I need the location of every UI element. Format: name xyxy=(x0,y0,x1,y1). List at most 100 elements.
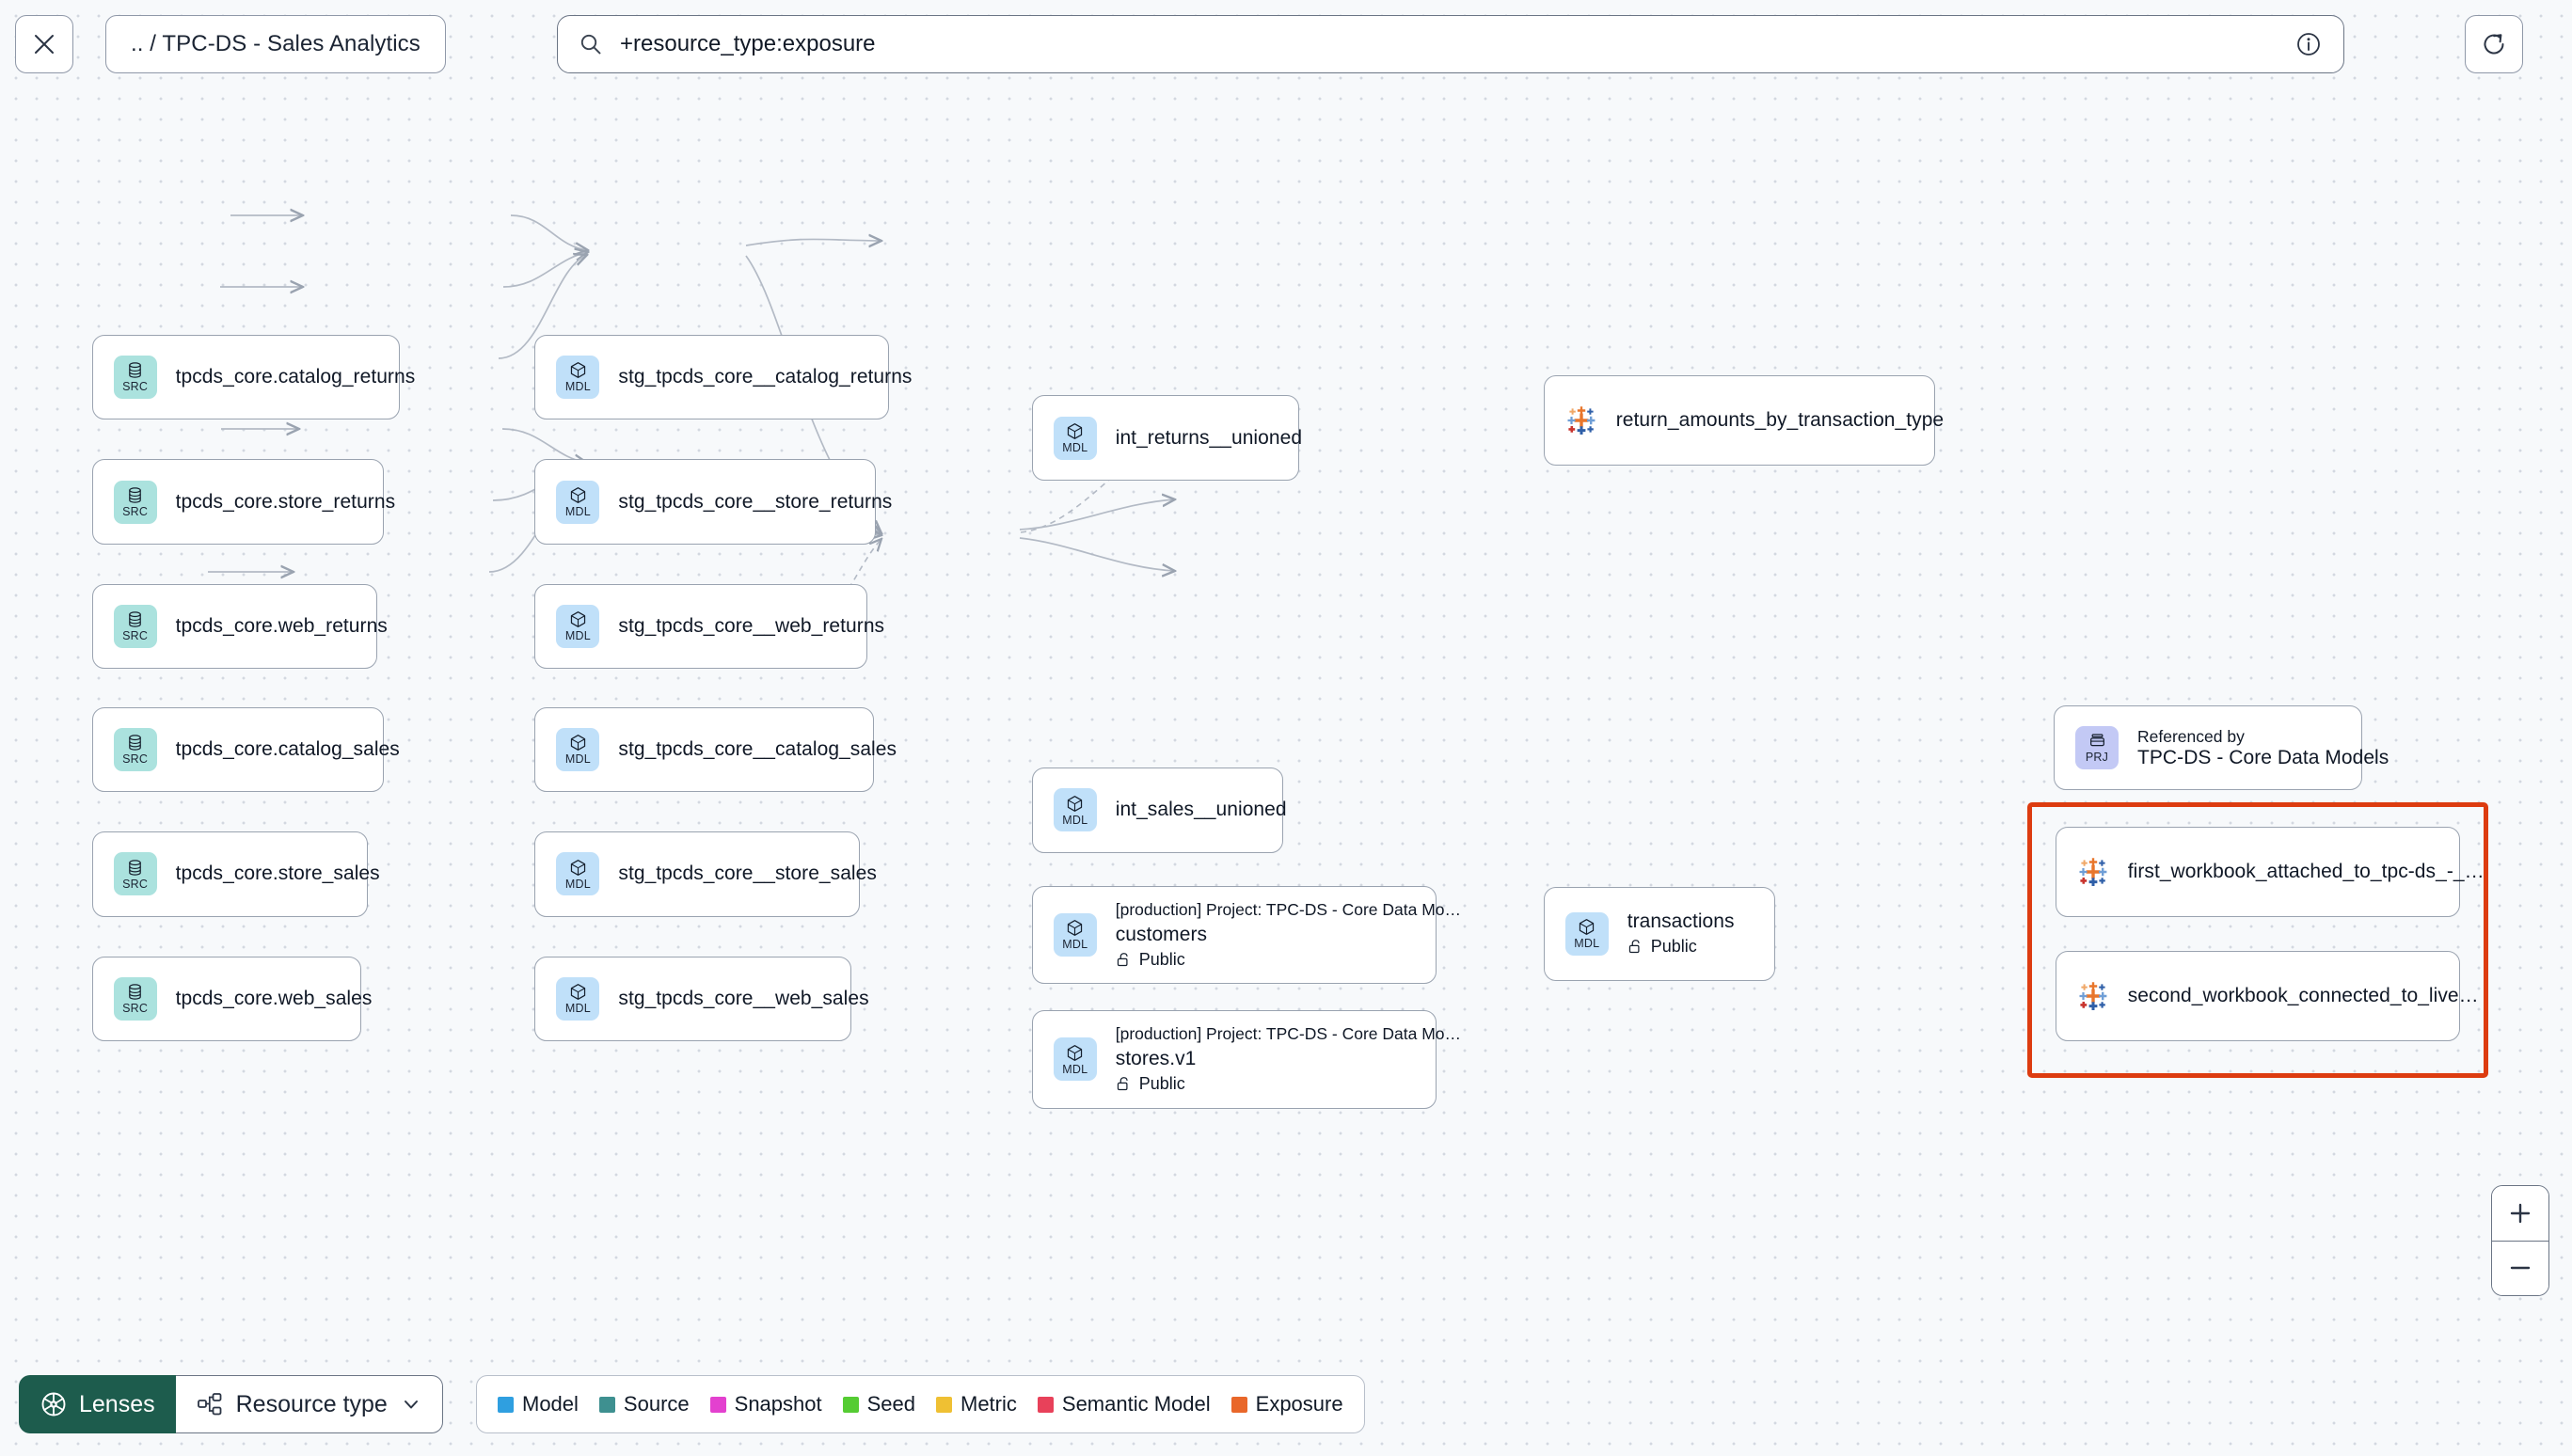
chevron-down-icon xyxy=(404,1401,418,1409)
lineage-node-mdl-transactions[interactable]: MDL transactions Public xyxy=(1543,887,1775,981)
node-title: int_sales__unioned xyxy=(1115,799,1287,821)
node-title: stg_tpcds_core__catalog_returns xyxy=(618,366,913,388)
lineage-node-mdl-stg-web-returns[interactable]: MDL stg_tpcds_core__web_returns xyxy=(534,583,885,670)
lineage-node-mdl-stg-store-returns[interactable]: MDL stg_tpcds_core__store_returns xyxy=(534,459,892,545)
legend-item-seed[interactable]: Seed xyxy=(842,1392,915,1416)
database-icon xyxy=(129,735,141,751)
node-type-badge: SRC xyxy=(113,727,157,771)
exposure-tableau-icon xyxy=(2079,858,2107,886)
minus-icon xyxy=(2510,1267,2531,1270)
zoom-in-button[interactable] xyxy=(2492,1186,2548,1242)
lineage-node-src-catalog-returns[interactable]: SRC tpcds_core.catalog_returns xyxy=(91,334,416,420)
database-icon xyxy=(129,859,141,876)
legend-item-semantic-model[interactable]: Semantic Model xyxy=(1037,1392,1211,1416)
search-info-button[interactable] xyxy=(2294,30,2323,58)
lineage-node-src-catalog-sales[interactable]: SRC tpcds_core.catalog_sales xyxy=(91,706,400,793)
node-title: tpcds_core.store_returns xyxy=(175,490,396,513)
node-type-badge-label: SRC xyxy=(122,752,149,767)
node-text: return_amounts_by_transaction_type xyxy=(1615,409,1945,432)
node-type-badge-label: MDL xyxy=(564,629,591,643)
resource-type-label: Resource type xyxy=(235,1390,388,1417)
node-text: tpcds_core.store_sales xyxy=(176,863,380,885)
database-icon xyxy=(129,362,141,378)
legend-swatch xyxy=(1037,1396,1054,1413)
lenses-control-group: Lenses Resource type xyxy=(19,1375,443,1433)
lineage-node-src-store-sales[interactable]: SRC tpcds_core.store_sales xyxy=(91,831,380,917)
lineage-node-mdl-stg-web-sales[interactable]: MDL stg_tpcds_core__web_sales xyxy=(534,956,869,1042)
search-icon xyxy=(580,34,601,55)
database-icon xyxy=(129,487,141,503)
lineage-node-src-store-returns[interactable]: SRC tpcds_core.store_returns xyxy=(91,459,396,545)
node-type-badge-label: MDL xyxy=(564,380,591,394)
node-title: stg_tpcds_core__web_returns xyxy=(618,615,885,638)
node-title: return_amounts_by_transaction_type xyxy=(1615,409,1945,432)
zoom-controls xyxy=(2491,1185,2549,1296)
breadcrumb[interactable]: .. / TPC-DS - Sales Analytics xyxy=(105,15,446,73)
lineage-node-mdl-stg-store-sales[interactable]: MDL stg_tpcds_core__store_sales xyxy=(534,831,877,917)
lineage-node-src-web-sales[interactable]: SRC tpcds_core.web_sales xyxy=(91,956,373,1042)
legend-item-source[interactable]: Source xyxy=(598,1392,690,1416)
cube-icon xyxy=(1580,919,1595,936)
legend-item-snapshot[interactable]: Snapshot xyxy=(709,1392,822,1416)
node-text: first_workbook_attached_to_tpc-ds_-_… xyxy=(2127,860,2485,883)
node-type-badge-label: MDL xyxy=(1062,440,1088,454)
lineage-node-mdl-stores-v1[interactable]: MDL [production] Project: TPC-DS - Core … xyxy=(1031,1010,1462,1109)
search-input-value: +resource_type:exposure xyxy=(620,31,876,56)
node-subtitle: Referenced by xyxy=(2137,726,2245,746)
node-title: stg_tpcds_core__web_sales xyxy=(618,987,869,1009)
lineage-node-mdl-stg-catalog-returns[interactable]: MDL stg_tpcds_core__catalog_returns xyxy=(534,334,913,420)
node-text: stg_tpcds_core__web_sales xyxy=(618,987,869,1010)
legend-item-model[interactable]: Model xyxy=(498,1392,579,1416)
top-toolbar: .. / TPC-DS - Sales Analytics +resource_… xyxy=(0,0,2572,111)
lineage-node-mdl-int-returns-unioned[interactable]: MDL int_returns__unioned xyxy=(1031,395,1303,481)
lineage-node-mdl-int-sales-unioned[interactable]: MDL int_sales__unioned xyxy=(1031,768,1287,853)
lineage-node-mdl-customers[interactable]: MDL [production] Project: TPC-DS - Core … xyxy=(1031,885,1461,985)
legend-label: Snapshot xyxy=(734,1392,822,1416)
node-type-badge: SRC xyxy=(113,605,157,649)
node-type-badge: MDL xyxy=(556,480,600,524)
lineage-node-exp-second-workbook[interactable]: second_workbook_connected_to_live… xyxy=(2055,951,2479,1042)
unlocked-padlock-icon xyxy=(1628,940,1640,954)
node-type-badge-label: MDL xyxy=(1062,1062,1088,1076)
node-type-badge-label: SRC xyxy=(122,1002,149,1016)
node-title: tpcds_core.web_sales xyxy=(175,987,373,1009)
node-title: second_workbook_connected_to_live… xyxy=(2127,985,2479,1007)
node-title: first_workbook_attached_to_tpc-ds_-_… xyxy=(2127,860,2485,882)
zoom-out-button[interactable] xyxy=(2492,1241,2548,1295)
node-type-badge: MDL xyxy=(556,356,600,400)
node-text: tpcds_core.catalog_returns xyxy=(176,366,416,388)
resource-type-dropdown[interactable]: Resource type xyxy=(175,1375,443,1433)
node-text: tpcds_core.catalog_sales xyxy=(176,738,400,761)
database-icon xyxy=(129,611,141,628)
lineage-node-mdl-stg-catalog-sales[interactable]: MDL stg_tpcds_core__catalog_sales xyxy=(534,706,897,793)
node-text: stg_tpcds_core__catalog_returns xyxy=(618,366,913,388)
cube-icon xyxy=(570,486,586,503)
node-text: tpcds_core.web_sales xyxy=(175,987,373,1010)
refresh-button[interactable] xyxy=(2465,15,2523,73)
lineage-node-exp-return-amounts[interactable]: return_amounts_by_transaction_type xyxy=(1543,375,1945,467)
node-title: stg_tpcds_core__store_sales xyxy=(618,863,877,885)
legend-item-exposure[interactable]: Exposure xyxy=(1230,1392,1343,1416)
node-text: [production] Project: TPC-DS - Core Data… xyxy=(1116,900,1461,970)
database-icon xyxy=(129,984,141,1000)
node-text: stg_tpcds_core__store_sales xyxy=(618,863,877,885)
lenses-button[interactable]: Lenses xyxy=(19,1375,176,1433)
node-access-label: Public xyxy=(1138,949,1185,969)
node-type-badge: MDL xyxy=(1053,1037,1097,1082)
search-input[interactable]: +resource_type:exposure xyxy=(557,15,2344,73)
node-title: int_returns__unioned xyxy=(1115,426,1303,449)
cube-icon xyxy=(570,362,586,379)
close-button[interactable] xyxy=(15,15,73,73)
node-type-badge-label: MDL xyxy=(564,752,591,767)
cube-icon xyxy=(1068,920,1083,937)
node-title: transactions xyxy=(1627,910,1735,933)
legend-item-metric[interactable]: Metric xyxy=(936,1392,1017,1416)
lineage-node-src-web-returns[interactable]: SRC tpcds_core.web_returns xyxy=(91,583,388,670)
node-type-badge-label: PRJ xyxy=(2085,751,2109,765)
lineage-node-exp-first-workbook[interactable]: first_workbook_attached_to_tpc-ds_-_… xyxy=(2055,826,2485,917)
node-text: stg_tpcds_core__catalog_sales xyxy=(618,738,897,761)
node-project-label: [production] Project: TPC-DS - Core Data… xyxy=(1115,1024,1462,1044)
legend-label: Exposure xyxy=(1255,1392,1343,1416)
